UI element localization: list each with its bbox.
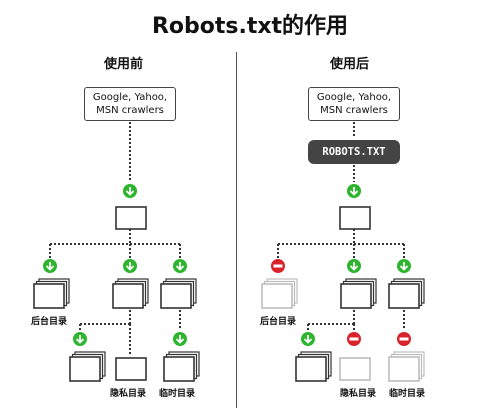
before-allow-icon-root xyxy=(123,184,137,198)
after-crawlers-line1: Google, Yahoo, xyxy=(316,92,392,103)
after-right-pages xyxy=(388,278,425,309)
before-backend-label: 后台目录 xyxy=(31,317,68,327)
before-sub-pages xyxy=(69,351,106,382)
after-edges-level1 xyxy=(277,229,405,258)
before-edges-mid-children xyxy=(79,310,131,354)
after-allow-icon-mid xyxy=(347,259,361,273)
after-temp-pages xyxy=(388,351,425,382)
before-private-page xyxy=(115,357,147,381)
after-allow-icon-right xyxy=(397,259,411,273)
before-mid-pages xyxy=(112,278,149,309)
before-crawlers-line1: Google, Yahoo, xyxy=(92,92,168,103)
after-crawlers-box: Google, Yahoo, MSN crawlers xyxy=(308,87,400,121)
panel-divider xyxy=(236,52,237,408)
after-sub-pages xyxy=(295,351,332,382)
before-heading: 使用前 xyxy=(104,57,144,72)
after-block-icon-backend xyxy=(271,259,285,273)
after-allow-icon-sub xyxy=(301,332,315,346)
before-allow-icon-sub xyxy=(73,332,87,346)
after-temp-label: 临时目录 xyxy=(389,389,426,399)
after-backend-label: 后台目录 xyxy=(260,317,297,327)
after-allow-icon-root xyxy=(347,184,361,198)
before-temp-pages xyxy=(163,351,200,382)
before-crawlers-line2: MSN crawlers xyxy=(96,105,164,116)
before-allow-icon-right xyxy=(173,259,187,273)
before-backend-pages xyxy=(33,278,70,309)
after-heading: 使用后 xyxy=(330,57,370,72)
after-edges-mid-children xyxy=(307,310,355,330)
before-allow-icon-temp xyxy=(173,332,187,346)
after-private-label: 隐私目录 xyxy=(340,389,377,399)
after-root-page xyxy=(339,206,371,230)
before-temp-label: 临时目录 xyxy=(159,389,196,399)
after-crawlers-line2: MSN crawlers xyxy=(320,105,388,116)
after-block-icon-private xyxy=(347,332,361,346)
after-backend-pages xyxy=(261,278,298,309)
before-edges-level1 xyxy=(49,229,181,258)
before-allow-icon-backend xyxy=(43,259,57,273)
before-allow-icon-mid xyxy=(123,259,137,273)
after-mid-pages xyxy=(340,278,377,309)
before-private-label: 隐私目录 xyxy=(110,389,147,399)
before-right-pages xyxy=(160,278,197,309)
before-root-page xyxy=(115,206,147,230)
before-crawlers-box: Google, Yahoo, MSN crawlers xyxy=(84,87,176,121)
after-block-icon-temp xyxy=(397,332,411,346)
robots-txt-box: ROBOTS.TXT xyxy=(308,140,400,164)
diagram-title: Robots.txt的作用 xyxy=(151,14,349,39)
after-private-page xyxy=(339,357,371,381)
